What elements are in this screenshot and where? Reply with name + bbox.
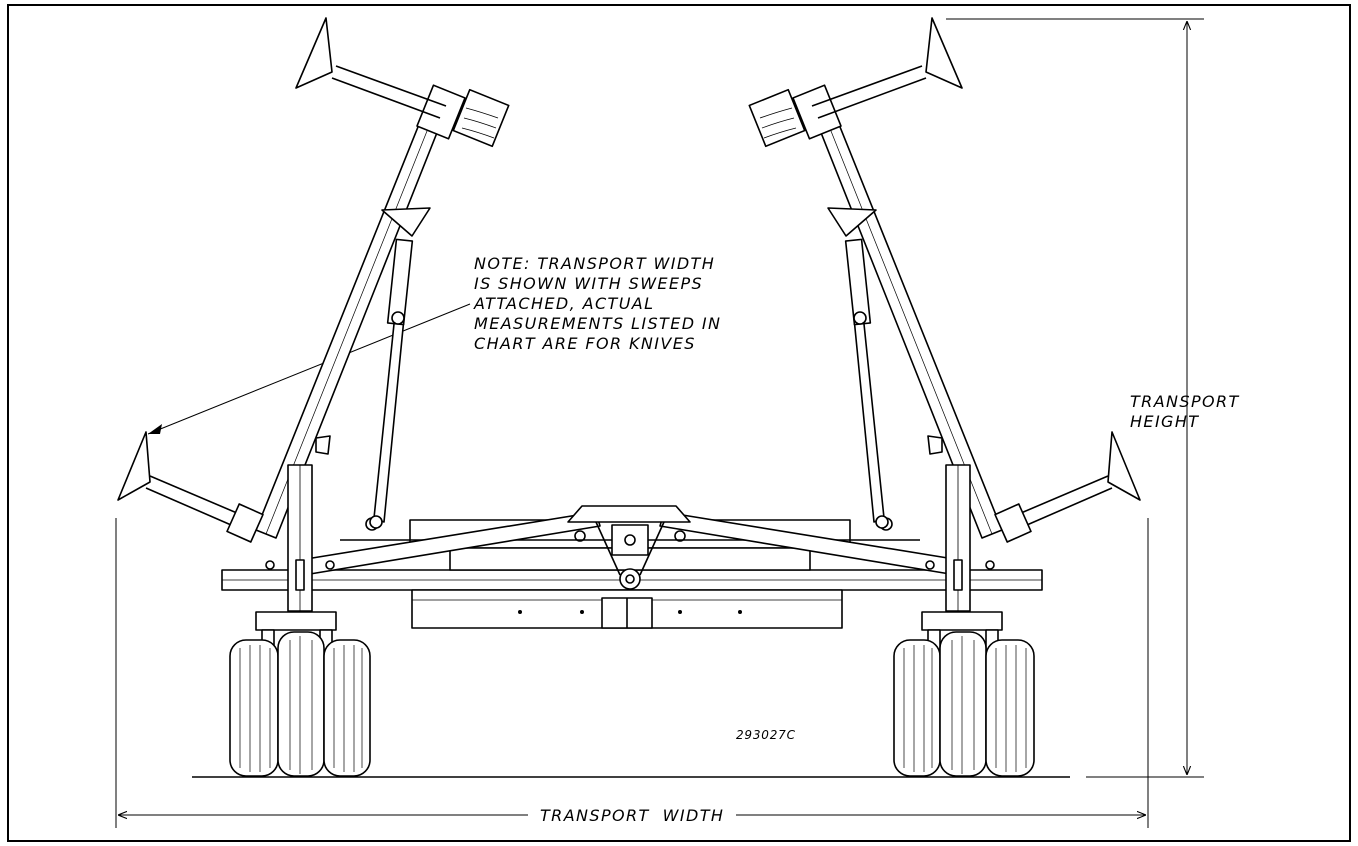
transport-height-label: TRANSPORT HEIGHT bbox=[1130, 392, 1240, 431]
transport-width-note: NOTE: TRANSPORT WIDTH IS SHOWN WITH SWEE… bbox=[474, 254, 722, 353]
transport-width-label: TRANSPORT WIDTH bbox=[528, 806, 737, 826]
note-leader-arrow bbox=[148, 424, 162, 434]
right-wheel-assembly bbox=[893, 611, 1035, 777]
left-wheel-assembly bbox=[229, 611, 371, 777]
cultivator-machine bbox=[117, 17, 1141, 777]
transport-height-dimension bbox=[946, 18, 1204, 778]
drawing-border bbox=[7, 4, 1351, 842]
part-number: 293027C bbox=[736, 728, 796, 742]
note-leader bbox=[147, 303, 471, 435]
